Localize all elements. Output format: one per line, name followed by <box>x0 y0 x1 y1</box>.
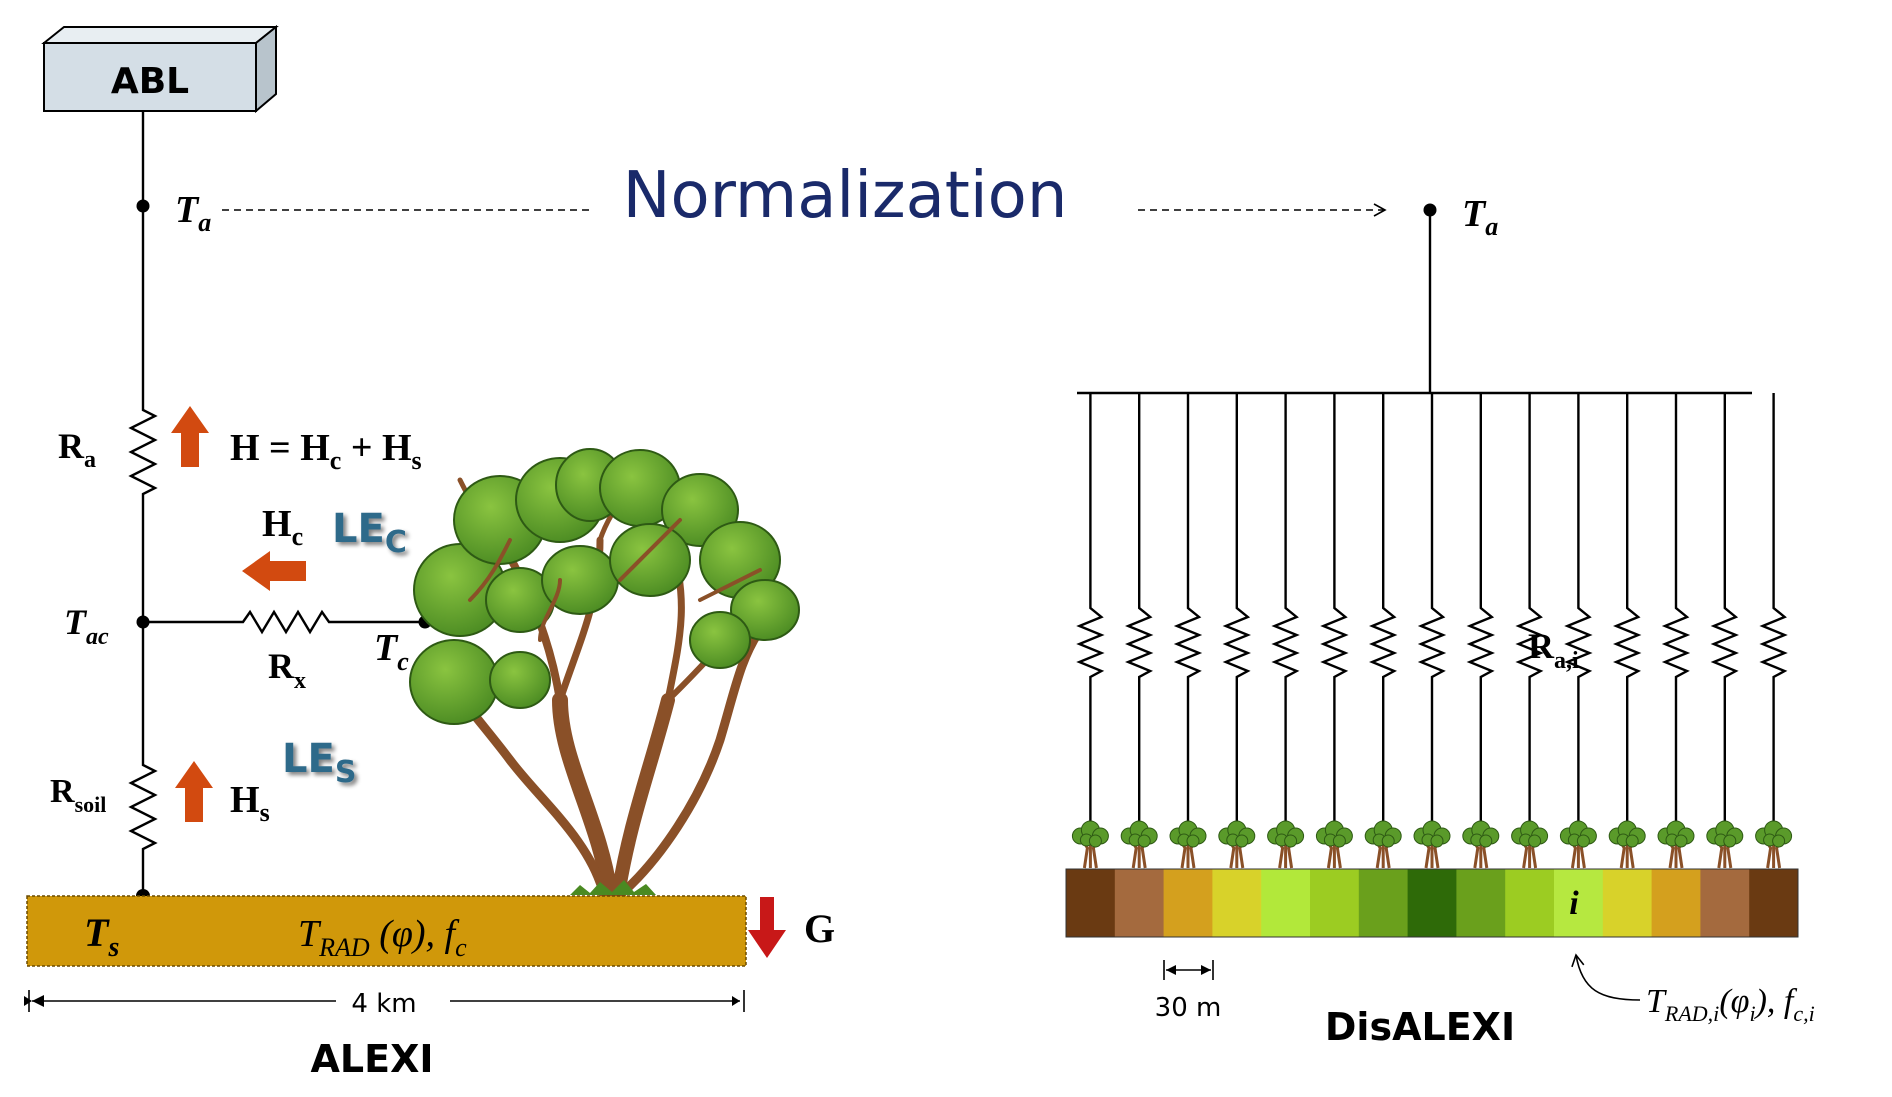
mini-tree-icon <box>1608 820 1646 869</box>
pixel-cell <box>1261 869 1311 937</box>
mini-tree-icon <box>1559 820 1597 869</box>
tac-label: Tac <box>64 602 109 650</box>
pixel-cell <box>1651 869 1701 937</box>
resistor-column <box>1076 393 1105 845</box>
pixel-annotation-arrow <box>1571 953 1641 1001</box>
disalexi-scale-bar <box>1163 960 1214 980</box>
resistor-column <box>1369 393 1398 845</box>
mini-tree-icon <box>1071 820 1109 869</box>
pixel-cell <box>1700 869 1750 937</box>
mini-tree-icon <box>1120 820 1158 869</box>
ra-i-label: Ra,i <box>1528 626 1579 674</box>
resistor-column <box>1710 393 1739 845</box>
pixel-cell <box>1358 869 1409 937</box>
resistor-column <box>1125 393 1154 845</box>
hs-up-arrow <box>175 761 213 822</box>
mini-tree-icon <box>1413 820 1451 869</box>
disalexi-circuit <box>1076 210 1788 845</box>
ra-label: Ra <box>58 426 96 473</box>
pixel-strip-border <box>1065 868 1799 938</box>
disalexi-model-label: DisALEXI <box>1325 1005 1515 1049</box>
pixel-cell <box>1310 869 1360 937</box>
resistor-column <box>1564 393 1593 845</box>
mini-tree-icon <box>1511 820 1549 869</box>
mini-trees <box>1071 820 1793 869</box>
alexi-ground <box>26 895 747 967</box>
rx-label: Rx <box>268 646 306 694</box>
resistor-column <box>1466 393 1495 845</box>
alexi-scale-label: 4 km <box>351 989 416 1019</box>
mini-tree-icon <box>1706 820 1744 869</box>
g-down-arrow <box>748 897 786 958</box>
tac-node <box>136 615 150 629</box>
h-equation: H = Hc + Hs <box>230 427 422 475</box>
resistor-column <box>1613 393 1642 845</box>
hc-label: Hc <box>262 503 303 551</box>
ta-node <box>136 199 150 213</box>
pixel-cell <box>1456 869 1506 937</box>
mini-tree-icon <box>1364 820 1402 869</box>
alexi-model-label: ALEXI <box>310 1037 433 1081</box>
les-label: LES <box>282 736 356 790</box>
pixel-cell <box>1602 869 1653 937</box>
abl-box: ABL <box>41 24 279 114</box>
alexi-ground-label: TRAD (φ), fc <box>298 913 467 962</box>
resistor-column <box>1222 393 1251 845</box>
pixel-cell <box>1066 869 1116 937</box>
alexi-scale-bar <box>24 990 745 1012</box>
disalexi-ta-label: Ta <box>1462 193 1498 241</box>
tree-icon <box>409 448 800 903</box>
alexi-ta-label: Ta <box>175 189 211 237</box>
abl-label: ABL <box>111 61 189 102</box>
ts-label: Ts <box>84 910 119 963</box>
pixel-cell <box>1749 869 1799 937</box>
resistor-column <box>1173 393 1203 845</box>
mini-tree-icon <box>1462 820 1500 869</box>
mini-tree-icon <box>1267 820 1305 869</box>
resistor-column <box>1417 393 1447 845</box>
pixel-i-label: i <box>1569 885 1579 922</box>
pixel-cell <box>1505 869 1555 937</box>
mini-tree-icon <box>1169 820 1207 869</box>
pixel-annotation-label: TRAD,i(φi), fc,i <box>1646 983 1815 1026</box>
mini-tree-icon <box>1657 820 1695 869</box>
mini-tree-icon <box>1218 820 1256 869</box>
disalexi-scale-label: 30 m <box>1155 993 1222 1023</box>
h-up-arrow <box>171 406 209 467</box>
hc-left-arrow <box>242 551 306 591</box>
pixel-cell <box>1407 869 1457 937</box>
hs-label: Hs <box>230 779 270 827</box>
pixel-cell <box>1163 869 1213 937</box>
disalexi-pixel-strip <box>1065 868 1799 938</box>
mini-tree-icon <box>1755 820 1793 869</box>
tc-label: Tc <box>374 627 409 676</box>
pixel-cell <box>1554 869 1604 937</box>
pixel-cell <box>1212 869 1262 937</box>
lec-label: LEC <box>332 506 407 560</box>
resistor-column <box>1515 393 1544 845</box>
resistor-column <box>1759 393 1788 845</box>
resistor-column <box>1661 393 1691 845</box>
resistor-column <box>1271 393 1300 845</box>
disalexi-ta-node <box>1423 203 1437 217</box>
g-label: G <box>804 906 835 951</box>
rsoil-label: Rsoil <box>50 773 106 817</box>
resistor-column <box>1320 393 1349 845</box>
mini-tree-icon <box>1315 820 1353 869</box>
pixel-cell <box>1114 869 1165 937</box>
alexi-circuit <box>128 111 425 896</box>
normalization-title: Normalization <box>623 159 1068 233</box>
